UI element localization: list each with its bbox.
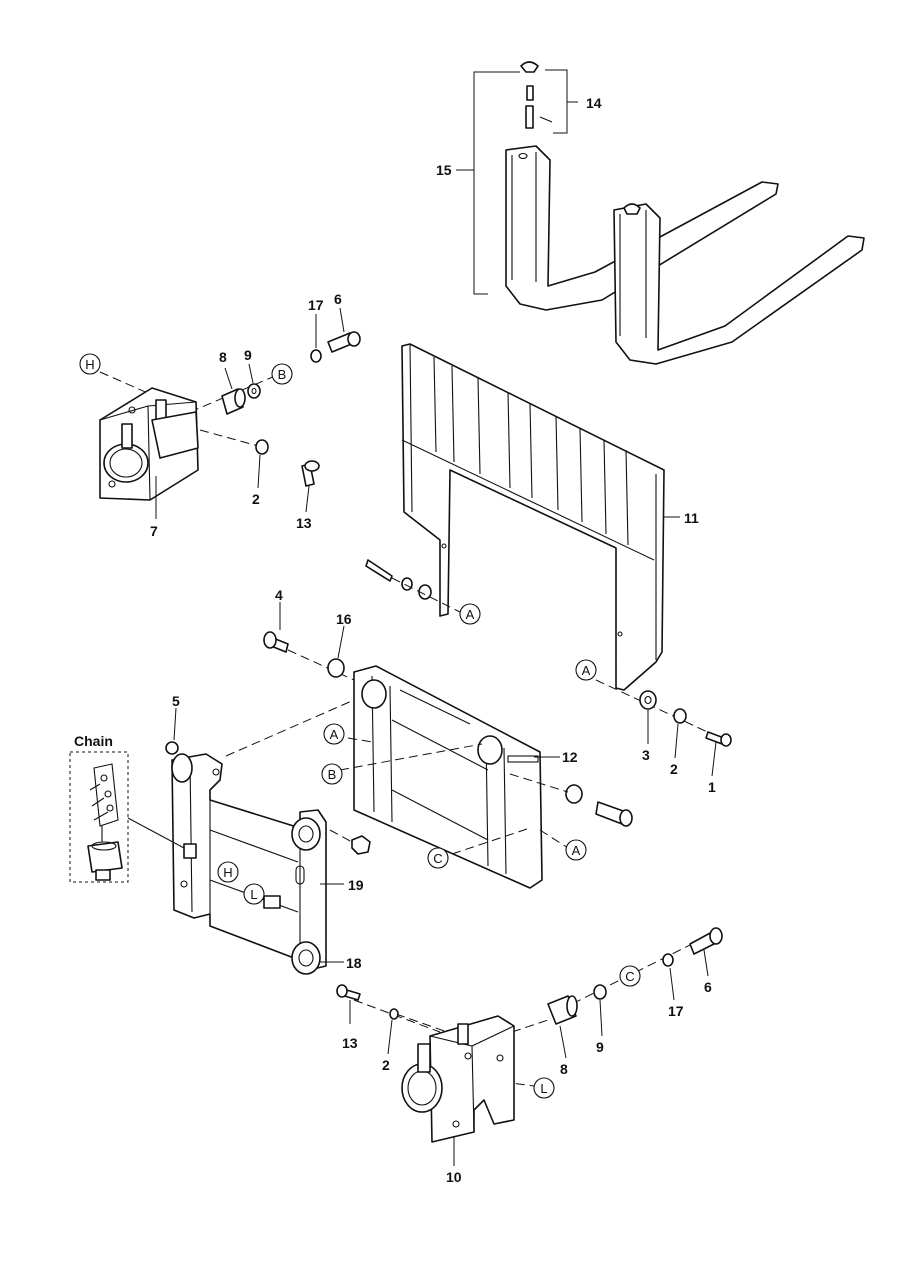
svg-text:H: H	[85, 357, 94, 372]
part-number-9-bottom: 9	[596, 1039, 604, 1055]
callout-l-frame: L	[243, 883, 265, 905]
part-number-11: 11	[684, 510, 699, 526]
chain-detail	[69, 751, 185, 883]
part-number-8-bottom: 8	[560, 1061, 568, 1077]
svg-text:A: A	[572, 843, 581, 858]
svg-text:C: C	[433, 851, 442, 866]
part-number-3: 3	[642, 747, 650, 763]
svg-text:A: A	[466, 607, 475, 622]
part-number-17: 17	[308, 297, 324, 313]
callout-a-carriage-left: A	[323, 723, 345, 745]
fork-carriage	[225, 602, 633, 889]
part-number-4: 4	[275, 587, 283, 603]
svg-text:H: H	[223, 865, 232, 880]
svg-text:B: B	[278, 367, 287, 382]
callout-b-carriage: B	[321, 763, 343, 785]
lower-hook-assembly	[336, 927, 723, 1166]
part-number-6: 6	[334, 291, 342, 307]
part-number-2: 2	[252, 491, 260, 507]
part-number-13-bottom: 13	[342, 1035, 358, 1051]
callout-a-carriage-right: A	[565, 839, 587, 861]
part-number-9: 9	[244, 347, 252, 363]
fork-assembly	[456, 61, 865, 365]
upper-hook-assembly	[99, 307, 361, 519]
part-number-7: 7	[150, 523, 158, 539]
load-backrest	[365, 343, 680, 691]
svg-text:A: A	[582, 663, 591, 678]
callout-a-right: A	[575, 659, 597, 681]
svg-text:L: L	[540, 1081, 547, 1096]
part-number-10: 10	[446, 1169, 462, 1185]
svg-text:B: B	[328, 767, 337, 782]
part-number-2-bottom: 2	[382, 1057, 390, 1073]
part-number-13: 13	[296, 515, 312, 531]
part-number-2-right: 2	[670, 761, 678, 777]
right-fasteners	[595, 679, 732, 777]
svg-text:L: L	[250, 887, 257, 902]
part-number-5: 5	[172, 693, 180, 709]
callout-a-backrest: A	[459, 603, 481, 625]
part-number-6-bottom: 6	[704, 979, 712, 995]
part-number-18: 18	[346, 955, 362, 971]
part-number-8: 8	[219, 349, 227, 365]
callout-l-bottom: L	[533, 1077, 555, 1099]
svg-text:C: C	[625, 969, 634, 984]
part-number-12: 12	[562, 749, 578, 765]
carriage-frame	[165, 707, 371, 975]
part-number-15: 15	[436, 162, 452, 178]
callout-c-carriage: C	[427, 847, 449, 869]
callout-h-frame: H	[217, 861, 239, 883]
svg-text:A: A	[330, 727, 339, 742]
callout-h-top: H	[79, 353, 101, 375]
part-number-17-bottom: 17	[668, 1003, 684, 1019]
chain-label: Chain	[74, 733, 113, 749]
part-number-1: 1	[708, 779, 716, 795]
part-number-16: 16	[336, 611, 352, 627]
callout-c-bottom: C	[619, 965, 641, 987]
part-number-14: 14	[586, 95, 602, 111]
callout-b-top: B	[271, 363, 293, 385]
part-number-19: 19	[348, 877, 364, 893]
